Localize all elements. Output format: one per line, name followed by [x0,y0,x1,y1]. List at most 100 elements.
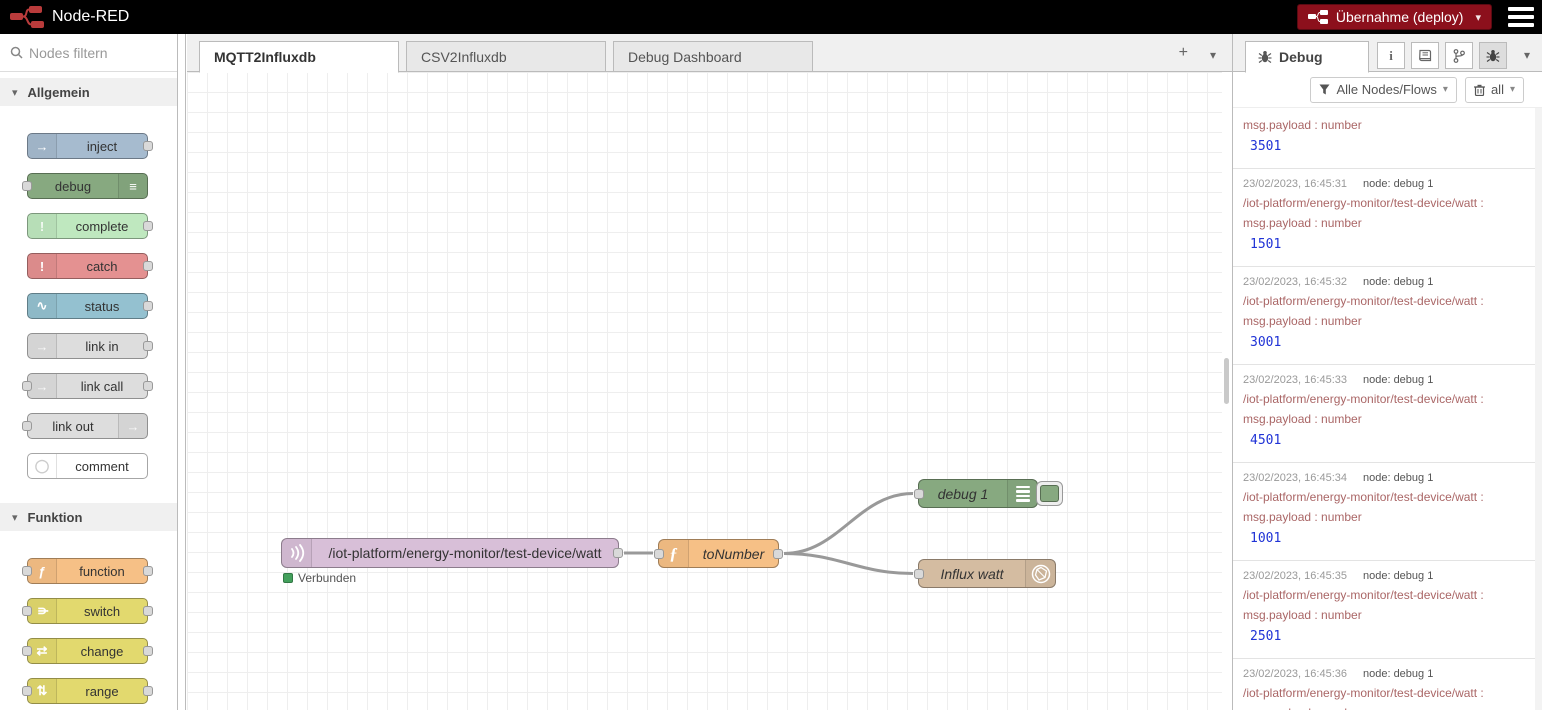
message-value[interactable]: 3501 [1250,139,1282,154]
palette-section-funktion-items: ƒ function ⋔ switch ⇄ change [0,558,177,704]
palette-node[interactable]: → link in [27,333,153,359]
funnel-icon [1319,84,1330,95]
output-port[interactable] [143,341,153,351]
palette-search[interactable] [0,34,177,72]
tab-git-button[interactable] [1445,42,1473,69]
add-flow-button[interactable]: + [1178,44,1188,61]
tab-info-button[interactable]: i [1377,42,1405,69]
tab-help-button[interactable] [1411,42,1439,69]
wire-function-to-influx [783,552,914,575]
palette-node-icon: → [118,414,147,438]
function-node-tonumber[interactable]: ƒ toNumber [654,539,783,568]
palette-node-label: link call [80,378,124,394]
palette-node[interactable]: ƒ function [22,558,153,584]
message-value[interactable]: 4501 [1250,433,1282,448]
input-port[interactable] [22,566,32,576]
palette-node-label: comment [75,458,129,474]
tab-debug-icon-button[interactable] [1479,42,1507,69]
palette-node[interactable]: → inject [27,133,153,159]
sidebar-tabs-caret[interactable]: ▾ [1523,48,1530,62]
debug-filter-button[interactable]: Alle Nodes/Flows ▾ [1310,76,1457,103]
palette-node[interactable]: ∿ status [27,293,153,319]
palette-node[interactable]: ◯ comment [27,453,148,479]
palette-node-icon: ⇄ [28,639,57,663]
node-red-logo-icon [10,6,44,28]
palette-section-funktion[interactable]: ▾ Funktion [0,503,177,531]
deploy-options-caret[interactable]: ▾ [1475,11,1481,24]
input-port[interactable] [22,606,32,616]
tab-debug-dashboard[interactable]: Debug Dashboard [613,41,813,72]
palette-node[interactable]: ≡ debug [22,173,148,199]
header-bar: Node-RED Übernahme (deploy) ▾ [0,0,1542,34]
palette-node[interactable]: ⋔ switch [22,598,153,624]
input-port[interactable] [22,421,32,431]
input-port[interactable] [914,488,924,499]
input-port[interactable] [22,381,32,391]
output-port[interactable] [143,261,153,271]
tab-csv2influxdb[interactable]: CSV2Influxdb [406,41,606,72]
output-port[interactable] [773,548,783,559]
output-port[interactable] [143,606,153,616]
debug-scrollbar-gutter[interactable] [1535,108,1542,710]
palette-node[interactable]: ! complete [27,213,153,239]
input-port[interactable] [654,548,664,559]
palette-node-icon: ⇅ [28,679,57,703]
output-port[interactable] [143,381,153,391]
mqtt-in-node[interactable]: /iot-platform/energy-monitor/test-device… [281,538,623,568]
palette-node-label: catch [86,258,118,274]
output-port[interactable] [143,646,153,656]
influxdb-out-node[interactable]: Influx watt [914,559,1056,588]
canvas-vertical-scrollbar[interactable] [1222,72,1232,710]
git-branch-icon [1453,48,1465,63]
palette-node[interactable]: → link call [22,373,153,399]
input-port[interactable] [914,568,924,579]
message-value[interactable]: 2501 [1250,629,1282,644]
debug-tab-label: Debug [1279,49,1323,65]
deploy-button[interactable]: Übernahme (deploy) ▾ [1296,4,1492,30]
main-menu-button[interactable] [1508,7,1534,27]
wire-function-to-debug [783,492,914,555]
debug-clear-button[interactable]: all ▾ [1464,76,1524,103]
output-port[interactable] [143,301,153,311]
flow-list-caret[interactable]: ▾ [1209,48,1216,62]
palette-node[interactable]: ! catch [27,253,153,279]
message-value[interactable]: 1001 [1250,531,1282,546]
bug-icon [1258,51,1272,63]
message-value[interactable]: 1501 [1250,237,1282,252]
tab-mqtt2influxdb[interactable]: MQTT2Influxdb [199,41,399,73]
palette-search-input[interactable] [29,44,159,61]
tab-debug[interactable]: Debug [1245,41,1369,73]
output-port[interactable] [143,221,153,231]
debug-sidebar: Debug i [1232,34,1542,710]
palette-node[interactable]: ⇄ change [22,638,153,664]
message-property: msg.payload : number [1243,216,1362,230]
input-port[interactable] [22,646,32,656]
scrollbar-thumb[interactable] [1224,358,1229,404]
flow-canvas[interactable]: /iot-platform/energy-monitor/test-device… [187,72,1232,710]
palette-section-allgemein[interactable]: ▾ Allgemein [0,78,177,106]
trash-icon [1473,84,1485,96]
debug-enable-toggle[interactable] [1036,481,1063,506]
output-port[interactable] [143,141,153,151]
message-topic: /iot-platform/energy-monitor/test-device… [1243,392,1484,406]
output-port[interactable] [613,548,623,558]
palette-resize-gutter[interactable] [179,34,186,710]
palette-node-icon: ! [28,214,57,238]
palette-node[interactable]: → link out [22,413,148,439]
debug-node[interactable]: debug 1 [914,479,1038,508]
output-port[interactable] [143,566,153,576]
input-port[interactable] [22,181,32,191]
output-port[interactable] [143,686,153,696]
palette-node[interactable]: ⇅ range [22,678,153,704]
message-value[interactable]: 3001 [1250,335,1282,350]
debug-message-list[interactable]: msg.payload : number 3501 23/02/2023, 16… [1233,108,1535,710]
debug-message[interactable]: msg.payload : number 3501 [1233,108,1535,169]
deploy-icon [1307,10,1328,24]
input-port[interactable] [22,686,32,696]
